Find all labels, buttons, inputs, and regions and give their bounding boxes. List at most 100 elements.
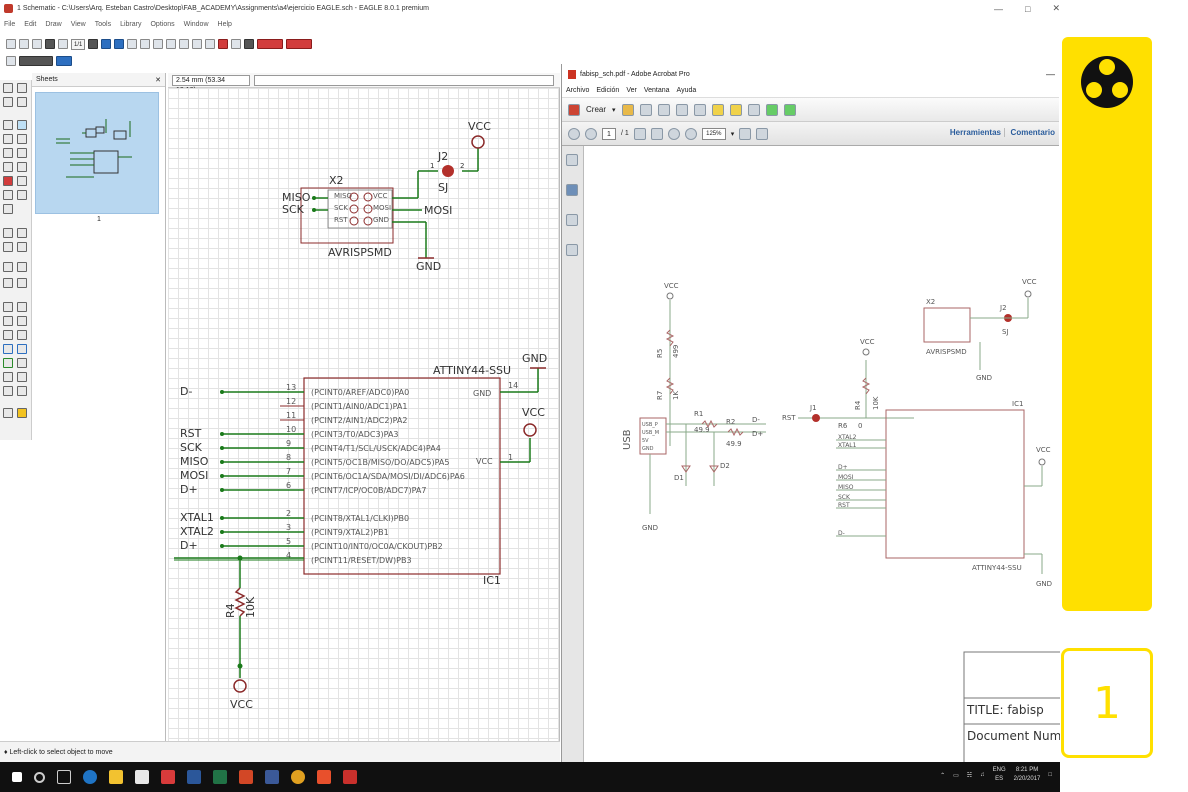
menu-archivo[interactable]: Archivo [566,87,590,94]
mirror-tool-icon[interactable] [3,134,13,144]
word-icon[interactable] [187,770,201,784]
command-input[interactable] [254,74,554,86]
print-pdf-icon[interactable] [657,103,670,116]
redraw-icon[interactable] [179,39,190,49]
save-icon[interactable] [19,39,29,49]
battery-icon[interactable]: ▭ [953,772,959,779]
help-icon[interactable] [244,39,255,49]
warning-icon[interactable] [17,408,27,418]
menu-window[interactable]: Window [183,20,209,28]
layer-icon[interactable] [6,56,16,66]
menu-ventana[interactable]: Ventana [643,87,670,94]
sheet-icon[interactable] [58,39,68,49]
email-icon[interactable] [675,103,688,116]
group-tool-icon[interactable] [3,386,13,396]
language-indicator[interactable]: ENG ES [993,766,1006,784]
select-tool-icon-acro[interactable] [633,127,646,140]
minimize-icon[interactable]: — [994,3,1004,14]
label-tool-icon[interactable] [3,228,13,238]
cam-icon[interactable] [45,39,55,49]
smash-tool-icon[interactable] [3,278,13,288]
select-tool-icon[interactable] [17,120,27,130]
eagle-taskbar-icon[interactable] [317,770,331,784]
erc-tool-icon[interactable] [3,408,13,418]
menu-ayuda[interactable]: Ayuda [676,87,697,94]
grid-options-icon[interactable] [19,56,53,66]
value-tool-icon[interactable] [17,278,27,288]
board-icon[interactable] [88,39,99,49]
add-tool-icon[interactable] [3,176,13,186]
task-view-icon[interactable] [57,770,71,784]
create-button[interactable]: Crear [586,105,607,114]
menu-edit[interactable]: Edit [24,20,37,28]
gift-app-icon[interactable] [161,770,175,784]
text-tool-icon[interactable] [17,302,27,312]
grid-select[interactable]: 1/1 [71,38,86,50]
bookmarks-icon[interactable] [566,184,578,196]
arc-tool-icon[interactable] [17,316,27,326]
tray-expand-icon[interactable]: ⌃ [940,772,946,779]
paste-tool-icon[interactable] [17,148,27,158]
menu-view[interactable]: View [70,20,86,28]
file-explorer-icon[interactable] [109,770,123,784]
document-icon[interactable] [747,103,760,116]
facebook-icon[interactable] [265,770,279,784]
page-up-icon[interactable] [568,127,580,140]
display-tool-icon[interactable] [3,97,13,107]
attribute-tool-icon[interactable] [17,228,27,238]
close-panel-icon[interactable]: ✕ [155,76,161,84]
zoom-in-icon-acro[interactable] [684,127,697,140]
powerpoint-icon[interactable] [239,770,253,784]
notifications-icon[interactable]: □ [1048,772,1052,778]
menu-library[interactable]: Library [120,20,142,28]
menu-edicion[interactable]: Edición [596,87,620,94]
invoke-tool-icon[interactable] [3,242,13,252]
fit-page-icon[interactable] [739,127,752,140]
page-down-icon[interactable] [585,127,597,140]
attachments-icon[interactable] [566,214,578,226]
zoom-dropdown-icon[interactable]: ▾ [730,130,735,138]
pdf-page[interactable]: VCC R5 499 R7 1K USB USB_P USB_M 5V GND [584,146,1060,764]
share-icon[interactable] [783,103,796,116]
page-number-input[interactable]: 1 [602,127,616,140]
redo-icon[interactable] [205,39,216,49]
zoom-out-icon[interactable] [153,39,164,49]
maximize-icon[interactable]: □ [1025,3,1031,14]
display-options-icon[interactable] [56,56,72,66]
zoom-input[interactable]: 125% [701,127,726,140]
bus-tool-icon[interactable] [17,344,27,354]
pages-panel-icon[interactable] [566,154,578,166]
acrobat-taskbar-icon[interactable] [343,770,357,784]
go-icon[interactable] [231,39,242,49]
print-icon[interactable] [32,39,42,49]
excel-icon[interactable] [213,770,227,784]
mark-tool-icon[interactable] [17,97,27,107]
open-icon[interactable] [6,39,16,49]
rect-tool-icon[interactable] [3,330,13,340]
rotate-tool-icon[interactable] [17,134,27,144]
fit-width-icon[interactable] [756,127,769,140]
optimize-tool-icon[interactable] [17,262,27,272]
circle-tool-icon[interactable] [3,316,13,326]
close-icon[interactable]: ✕ [1052,3,1060,13]
switch-board-icon[interactable] [101,39,112,49]
create-icon[interactable] [568,103,580,116]
menu-tools[interactable]: Tools [94,20,112,28]
volume-icon[interactable]: ♫ [980,772,985,778]
name-tool-icon[interactable] [3,204,13,214]
info-tool-icon[interactable] [3,83,13,93]
windows-start-icon[interactable] [12,772,22,782]
menu-draw[interactable]: Draw [45,20,62,28]
split-tool-icon[interactable] [17,190,27,200]
comment-icon[interactable] [711,103,724,116]
network-icon[interactable]: ☵ [966,772,973,779]
settings-icon[interactable] [693,103,706,116]
stop-icon[interactable] [218,39,229,49]
design-link-icon[interactable] [257,39,284,49]
hand-tool-icon[interactable] [650,127,663,140]
create-dropdown-icon[interactable]: ▾ [612,106,616,114]
edge-icon[interactable] [83,770,97,784]
copy-tool-icon[interactable] [3,148,13,158]
spice-icon[interactable] [286,39,313,49]
line-tool-icon[interactable] [3,302,13,312]
